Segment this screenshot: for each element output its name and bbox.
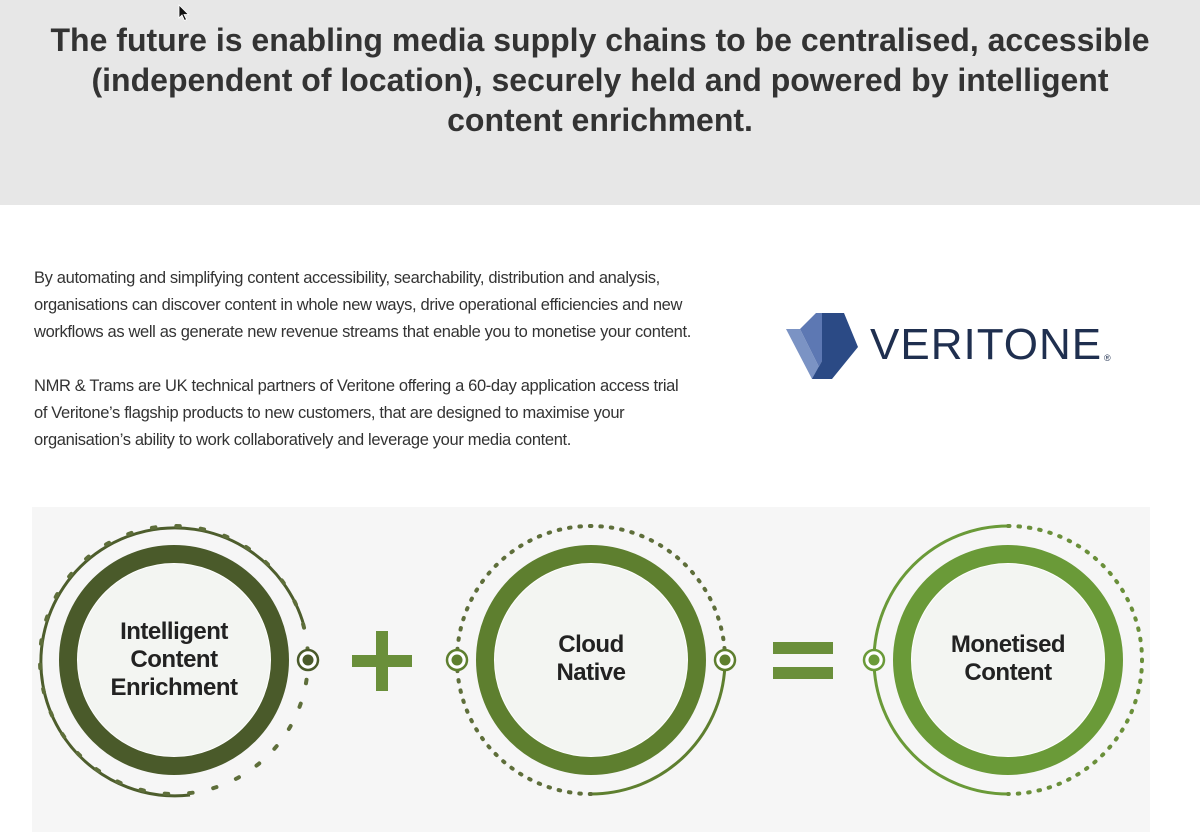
hero-banner: The future is enabling media supply chai… bbox=[0, 0, 1200, 205]
circle-monetised-content bbox=[862, 524, 1144, 796]
registered-mark: ® bbox=[1104, 353, 1111, 363]
circle-cloud-native bbox=[445, 524, 737, 796]
circle-label-3: Monetised Content bbox=[908, 631, 1108, 687]
circle-label-3-line-2: Content bbox=[964, 659, 1052, 686]
logo-wordmark: VERITONE bbox=[870, 320, 1103, 369]
intro-paragraph-2: NMR & Trams are UK technical partners of… bbox=[34, 377, 679, 449]
intro-paragraph-1: By automating and simplifying content ac… bbox=[34, 269, 691, 341]
circle-label-2-line-2: Native bbox=[556, 659, 626, 686]
veritone-v-mark-icon bbox=[786, 313, 858, 379]
mouse-pointer-icon bbox=[178, 4, 190, 22]
veritone-logo: VERITONE ® bbox=[786, 313, 1126, 383]
intro-text: By automating and simplifying content ac… bbox=[34, 265, 694, 481]
circle-label-1-line-1: Intelligent bbox=[120, 618, 228, 645]
circle-label-3-line-1: Monetised bbox=[950, 631, 1066, 658]
circle-label-1-line-2: Content bbox=[130, 646, 218, 673]
circle-label-1-line-3: Enrichment bbox=[110, 674, 238, 701]
equation-diagram bbox=[38, 524, 1144, 798]
hero-title: The future is enabling media supply chai… bbox=[50, 22, 1150, 138]
circle-label-2-line-1: Cloud bbox=[558, 631, 624, 658]
circle-label-1: Intelligent Content Enrichment bbox=[74, 618, 274, 702]
circle-label-2: Cloud Native bbox=[491, 631, 691, 687]
plus-operator-icon bbox=[352, 631, 412, 691]
circle-intelligent-content-enrichment bbox=[38, 524, 320, 798]
equals-operator-icon bbox=[773, 642, 833, 679]
